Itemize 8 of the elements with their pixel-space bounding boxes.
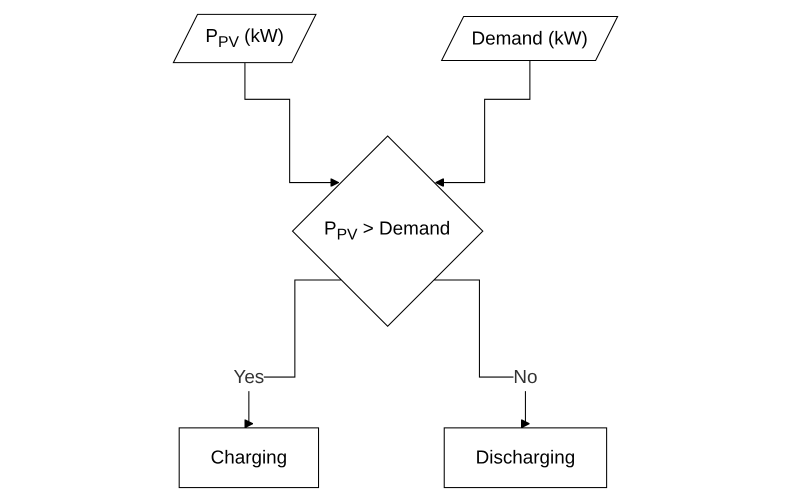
edge-label: Yes [232,366,264,387]
arrow [244,62,339,187]
arrow [434,60,530,187]
node-diamond: P$_{PV}$ > Demand [291,134,484,327]
edge-label: No [512,366,537,387]
node-box: Discharging [443,426,607,488]
node-box: Charging [178,426,319,488]
arrow [432,278,530,428]
